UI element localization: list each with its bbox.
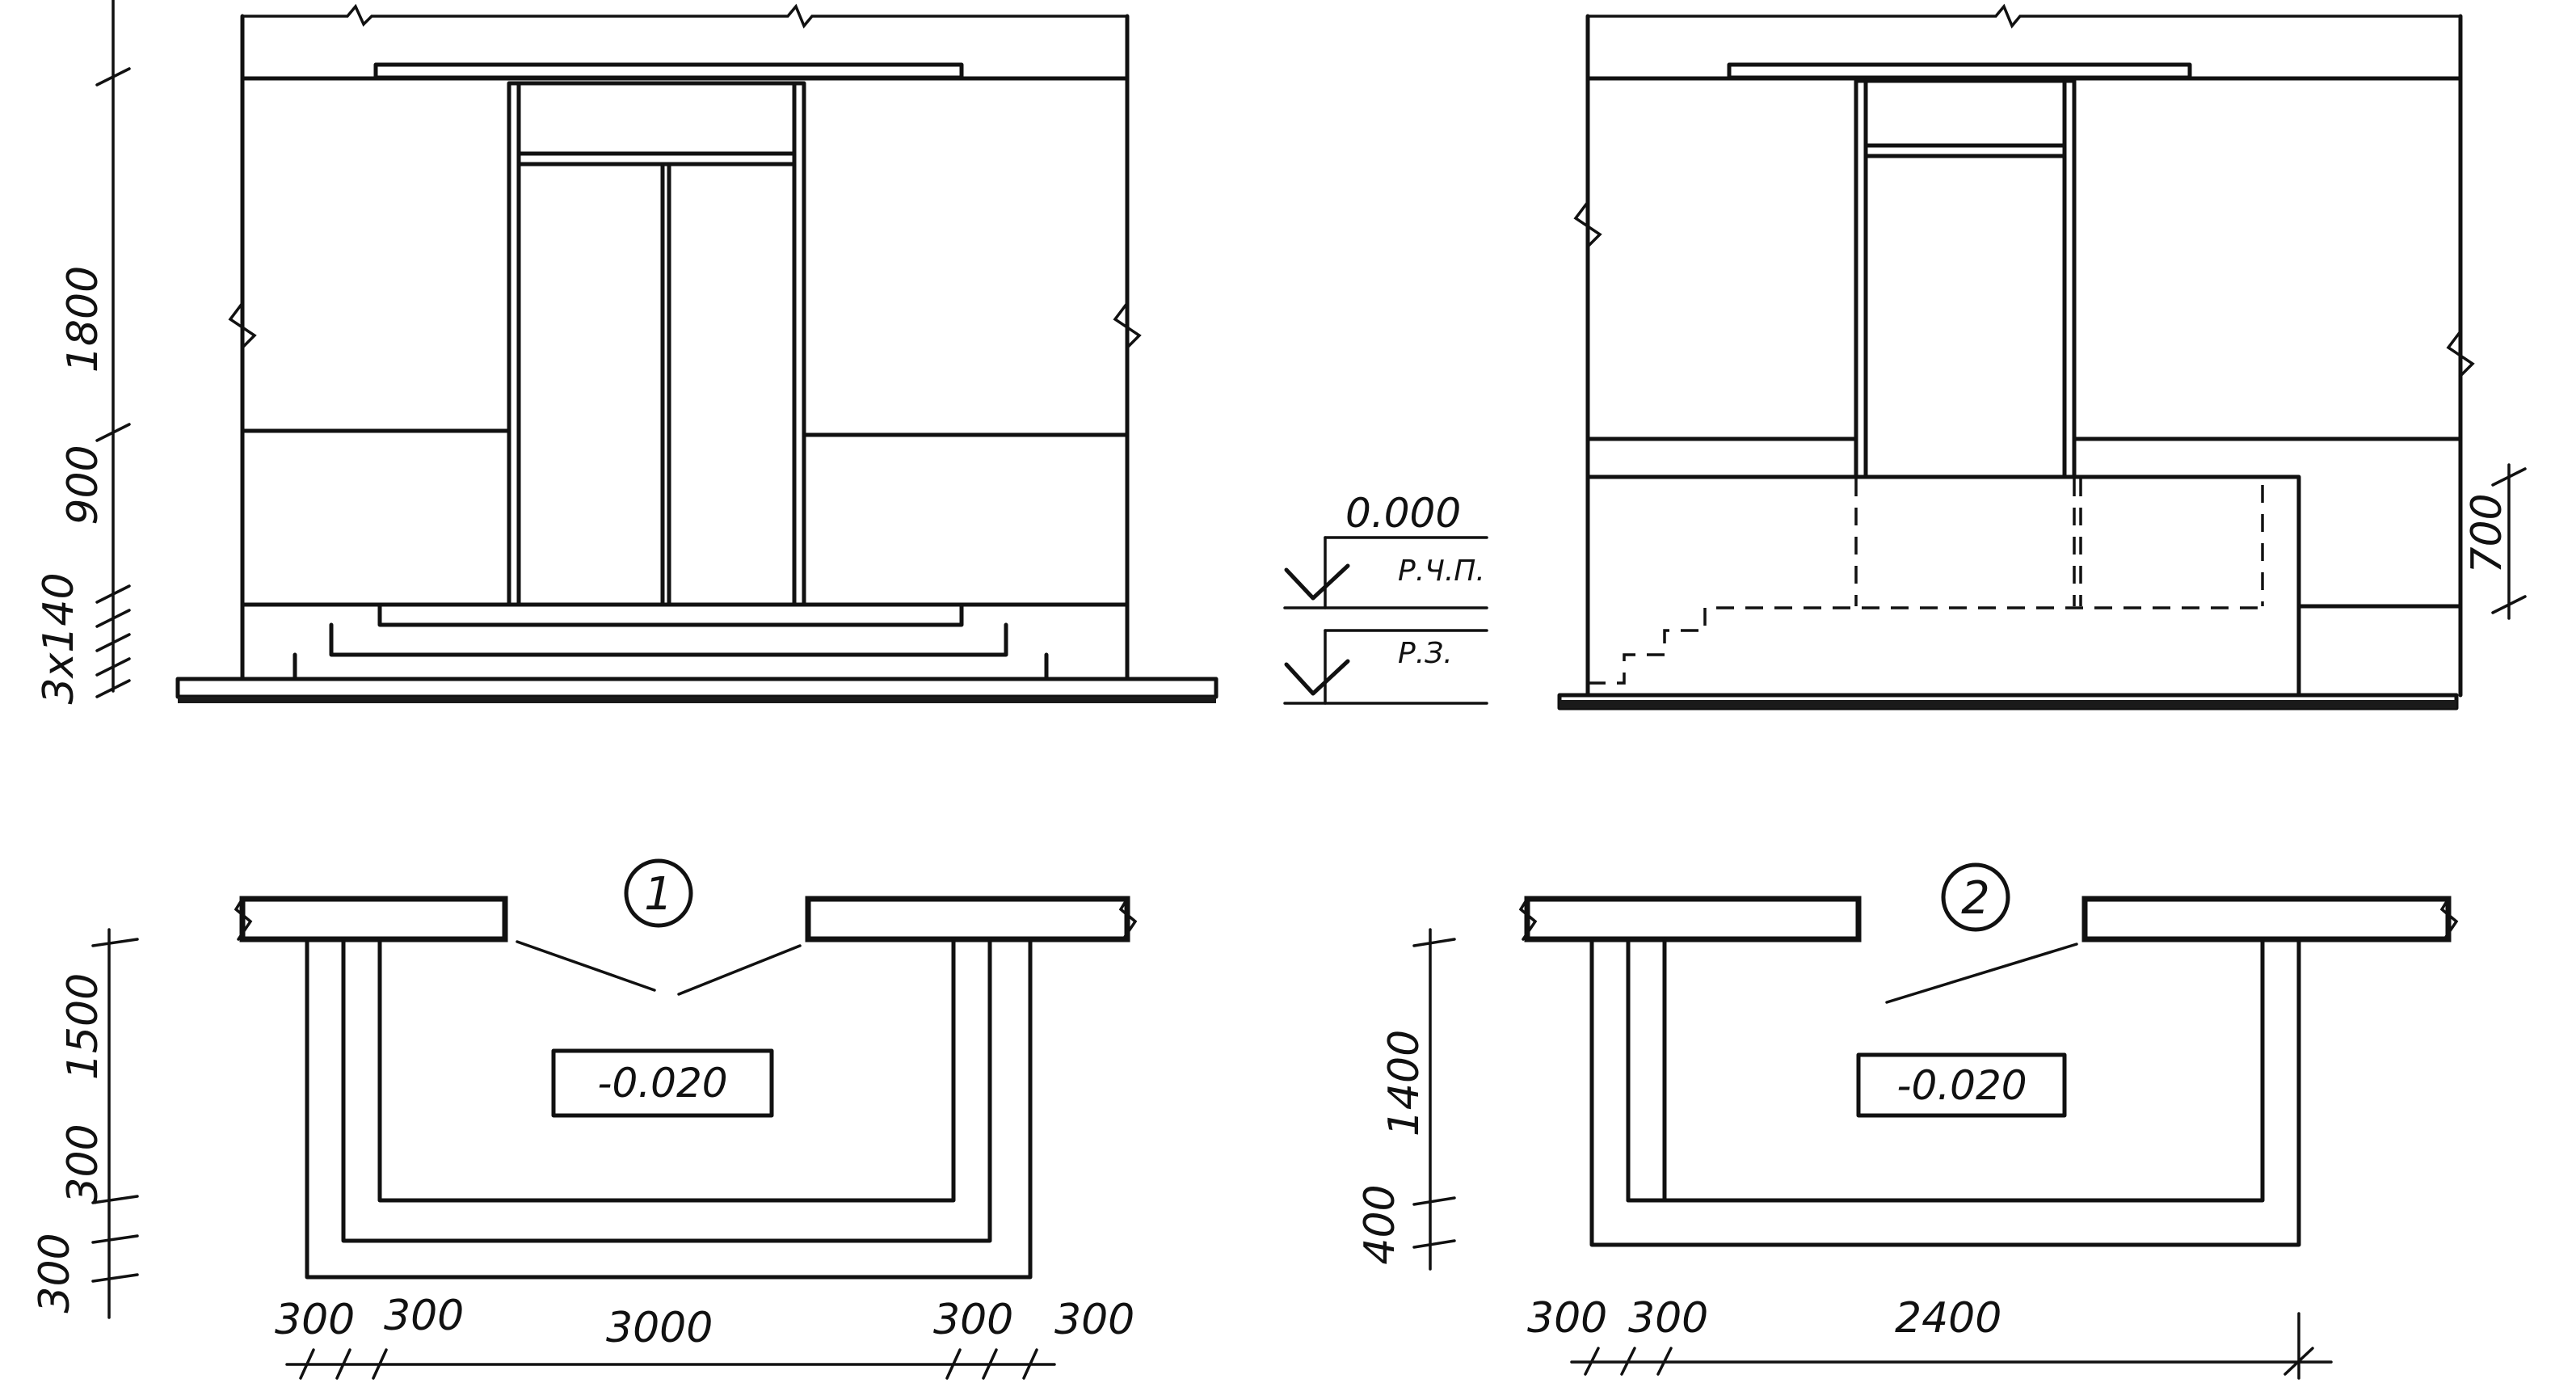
plan-left-dim-h-300b: 300 <box>384 1292 464 1340</box>
level-label-rchp: Р.Ч.П. <box>1398 555 1485 588</box>
plan-right-level: -0.020 <box>1896 1062 2027 1109</box>
dim-700: 700 <box>2463 493 2511 573</box>
plan-right-dim-h-300b: 300 <box>1628 1294 1708 1343</box>
plan-right: 2 -0.020 1400 400 300 300 2400 <box>1356 862 2459 1380</box>
elevation-left: 1800 900 3x140 <box>35 0 1219 705</box>
plan-left-dim-300a: 300 <box>59 1124 107 1204</box>
plan-right-dim-h-300a: 300 <box>1527 1294 1607 1343</box>
plan-left-dim-h-300d: 300 <box>1054 1296 1134 1344</box>
elevation-right: 700 <box>1557 3 2527 711</box>
plan-right-dim-400: 400 <box>1356 1184 1404 1264</box>
dim-3x140: 3x140 <box>35 572 83 704</box>
plan-left-dim-h-300a: 300 <box>275 1296 355 1344</box>
callout-1: 1 <box>644 868 673 921</box>
plan-left-dim-h-300c: 300 <box>933 1296 1013 1344</box>
plan-left: 1 -0.020 1500 300 300 300 300 3000 300 3… <box>31 858 1138 1380</box>
plan-left-level: -0.020 <box>597 1060 727 1107</box>
plan-left-dim-300b: 300 <box>31 1233 79 1313</box>
plan-right-dim-h-2400: 2400 <box>1895 1294 2001 1343</box>
plan-left-dim-h-3000: 3000 <box>606 1304 713 1352</box>
plan-left-dim-1500: 1500 <box>59 973 107 1080</box>
callout-2: 2 <box>1961 872 1990 925</box>
level-label-rz: Р.З. <box>1398 637 1453 670</box>
level-0000: 0.000 <box>1345 490 1461 537</box>
dim-900: 900 <box>59 445 107 525</box>
plan-right-dim-1400: 1400 <box>1380 1030 1429 1136</box>
dim-1800: 1800 <box>59 266 107 373</box>
level-marks: 0.000 Р.Ч.П. Р.З. <box>1283 490 1488 705</box>
